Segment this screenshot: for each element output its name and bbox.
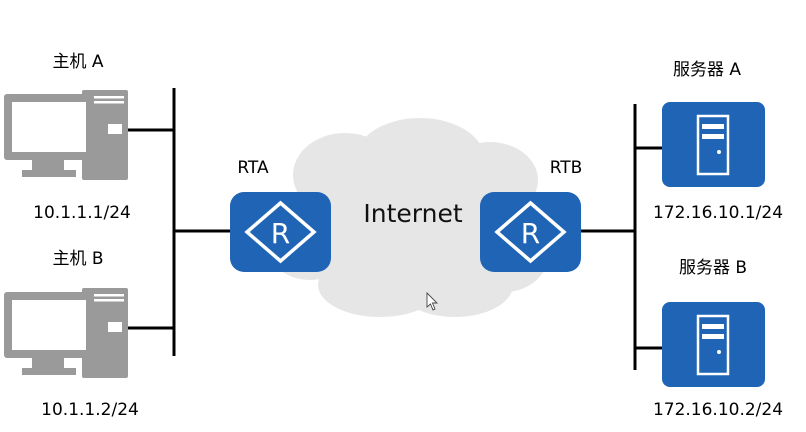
server-b-ip: 172.16.10.2/24 [653, 400, 783, 420]
svg-text:R: R [521, 217, 540, 250]
host-a-ip: 10.1.1.1/24 [33, 203, 131, 223]
host-a-name: 主机 A [52, 52, 103, 72]
pc-icon [4, 288, 128, 378]
router-icon: R [480, 192, 581, 272]
host-b: 主机 B 10.1.1.2/24 [4, 249, 139, 420]
connections [128, 88, 662, 370]
host-b-ip: 10.1.1.2/24 [41, 400, 139, 420]
router-rta: R RTA [230, 158, 331, 272]
host-b-name: 主机 B [52, 249, 103, 269]
server-a: 服务器 A 172.16.10.1/24 [653, 60, 783, 223]
svg-text:R: R [271, 217, 290, 250]
pc-icon [4, 90, 128, 180]
router-rta-label: RTA [237, 158, 269, 178]
mouse-cursor-icon [426, 291, 439, 311]
server-icon [662, 102, 765, 187]
internet-cloud: Internet [262, 118, 550, 317]
server-b: 服务器 B 172.16.10.2/24 [653, 258, 783, 420]
server-a-ip: 172.16.10.1/24 [653, 203, 783, 223]
host-a: 主机 A 10.1.1.1/24 [4, 52, 131, 223]
server-a-name: 服务器 A [673, 60, 741, 80]
router-rtb: R RTB [480, 158, 582, 272]
server-icon [662, 302, 765, 387]
router-rtb-label: RTB [550, 158, 583, 178]
cloud-label: Internet [363, 199, 462, 228]
server-b-name: 服务器 B [679, 258, 747, 278]
router-icon: R [230, 192, 331, 272]
